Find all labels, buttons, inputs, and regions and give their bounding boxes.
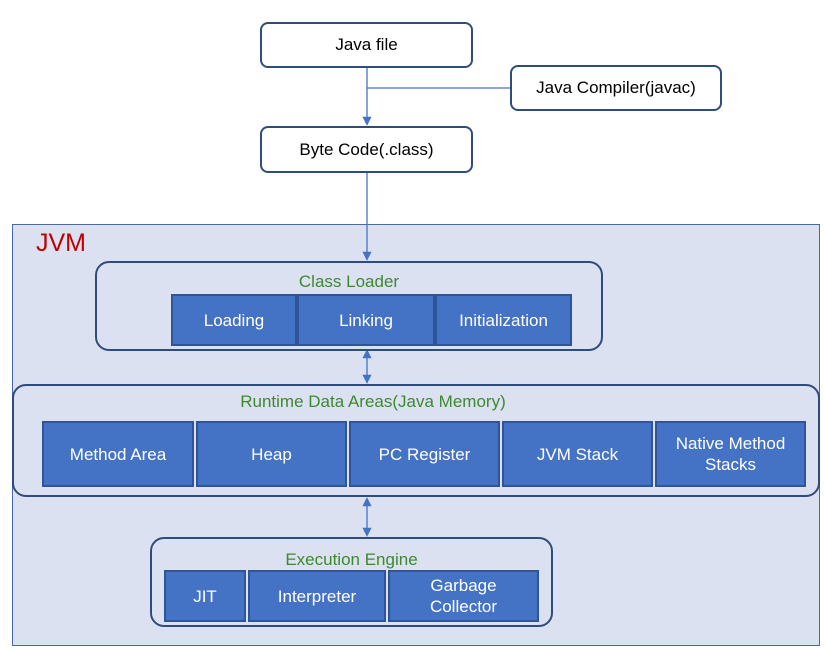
heap-box: Heap: [196, 421, 347, 487]
initialization-label: Initialization: [459, 310, 548, 330]
pc-register-label: PC Register: [378, 444, 471, 464]
jvm-stack-label: JVM Stack: [536, 444, 619, 464]
native-method-stacks-box: Native Method Stacks: [655, 421, 806, 487]
garbage-collector-label: Garbage Collector: [429, 576, 498, 616]
loading-box: Loading: [171, 294, 297, 346]
initialization-box: Initialization: [435, 294, 572, 346]
byte-code-label: Byte Code(.class): [299, 139, 434, 159]
linking-label: Linking: [339, 310, 393, 330]
execution-engine-title: Execution Engine: [285, 550, 418, 569]
garbage-collector-box: Garbage Collector: [388, 570, 539, 622]
jvm-stack-box: JVM Stack: [502, 421, 653, 487]
method-area-label: Method Area: [69, 444, 167, 464]
class-loader-title: Class Loader: [298, 272, 400, 291]
java-file-label: Java file: [335, 35, 398, 54]
compiler-label: Java Compiler(javac): [536, 78, 696, 97]
runtime-data-areas-title: Runtime Data Areas(Java Memory): [240, 392, 506, 411]
runtime-data-areas-group: [12, 384, 820, 497]
execution-engine-group: [150, 537, 553, 627]
compiler-box: Java Compiler(javac): [510, 65, 722, 111]
jvm-title: JVM: [36, 229, 86, 257]
method-area-box: Method Area: [42, 421, 194, 487]
interpreter-label: Interpreter: [277, 586, 357, 606]
pc-register-box: PC Register: [349, 421, 500, 487]
interpreter-box: Interpreter: [248, 570, 386, 622]
heap-label: Heap: [251, 444, 292, 464]
class-loader-group: [95, 261, 603, 351]
linking-box: Linking: [297, 294, 435, 346]
loading-label: Loading: [203, 310, 265, 330]
byte-code-box: Byte Code(.class): [260, 126, 473, 173]
java-file-box: Java file: [260, 22, 473, 68]
jit-box: JIT: [164, 570, 246, 622]
native-method-stacks-label: Native Method Stacks: [675, 434, 786, 474]
jit-label: JIT: [193, 586, 217, 606]
